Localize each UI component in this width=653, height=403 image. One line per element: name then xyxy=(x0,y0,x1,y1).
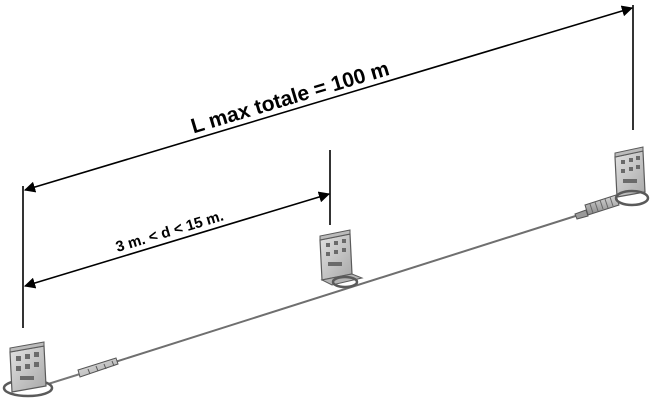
total-length-label: L max totale = 100 m xyxy=(188,57,392,138)
end-bracket-right xyxy=(614,146,650,207)
total-length-arrow xyxy=(23,5,634,193)
end-bracket-left xyxy=(2,341,54,398)
spacing-arrow xyxy=(23,191,331,289)
tension-spring xyxy=(574,194,620,220)
spacing-label: 3 m. < d < 15 m. xyxy=(114,207,226,255)
intermediate-bracket xyxy=(319,229,364,289)
turnbuckle xyxy=(47,357,119,385)
